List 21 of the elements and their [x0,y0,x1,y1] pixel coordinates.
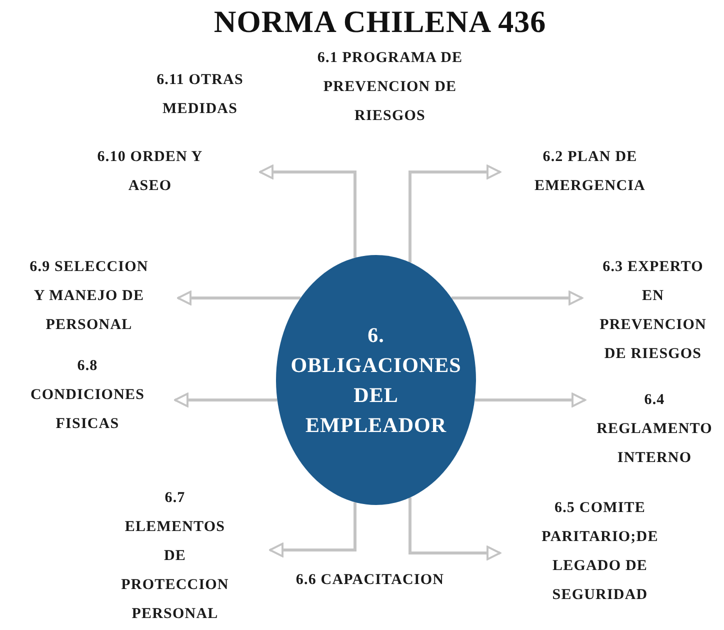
ellipse-label: 6. OBLIGACIONES DEL EMPLEADOR [290,322,462,439]
obligation-text: 6.9 SELECCION Y MANEJO DE PERSONAL [28,258,150,335]
arrow [177,290,301,306]
title: NORMA CHILENA 436 [214,4,546,40]
arrow [408,498,501,560]
arrow [451,290,583,306]
arrow [408,164,501,262]
obligation-text: 6.1 PROGRAMA DE PREVENCION DE RIESGOS [316,49,464,126]
arrow [474,392,586,408]
obligation-text: 6.10 ORDEN Y ASEO [96,148,204,196]
obligation-text: 6.2 PLAN DE EMERGENCIA [533,148,646,196]
obligation-text: 6.7 ELEMENTOS DE PROTECCION PERSONAL [120,489,230,624]
obligation-text: 6.6 CAPACITACION [294,571,446,590]
obligation-text: 6.11 OTRAS MEDIDAS [156,71,244,119]
arrow [259,164,356,258]
obligation-text: 6.3 EXPERTO EN PREVENCION DE RIESGOS [598,258,708,364]
obligation-text: 6.8 CONDICIONES FISICAS [29,357,146,434]
obligation-text: 6.5 COMITE PARITARIO;DE LEGADO DE SEGURIDAD [540,499,660,605]
arrow [269,502,356,558]
arrow [174,392,278,408]
obligation-text: 6.4 REGLAMENTO INTERNO [596,391,714,468]
